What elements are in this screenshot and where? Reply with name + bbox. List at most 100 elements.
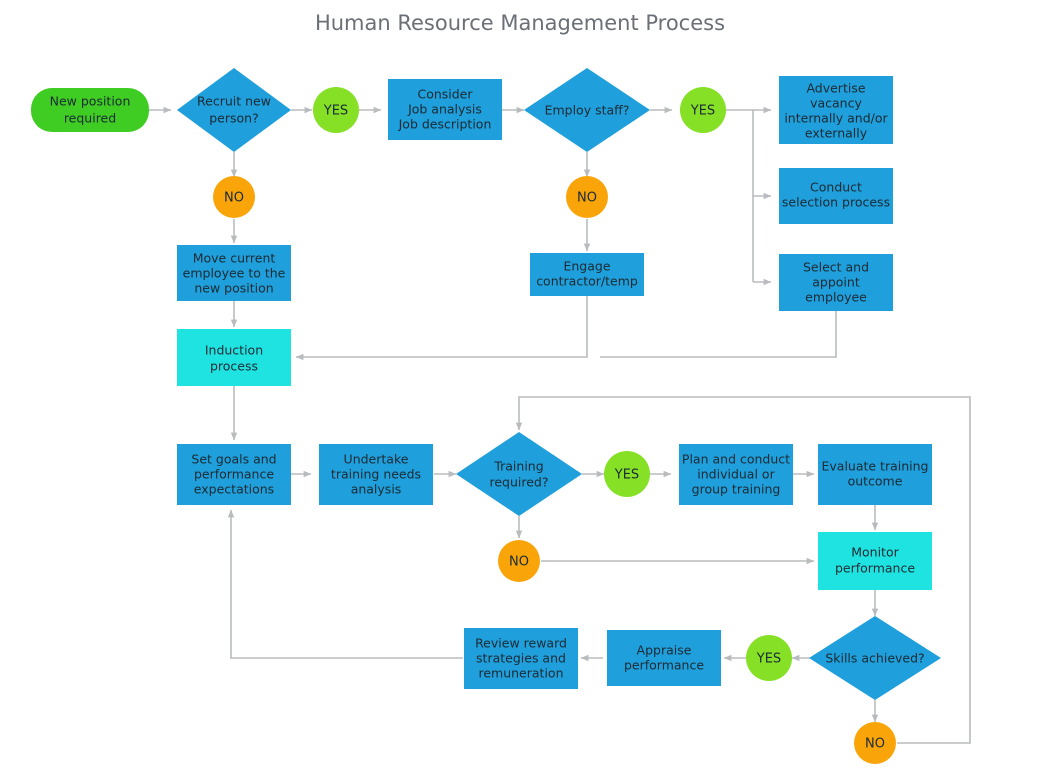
node-label-line: YES (756, 652, 781, 667)
node-undertake-training-needs[interactable]: Undertake training needs analysis (319, 444, 433, 505)
node-yes-skills[interactable]: YES (746, 635, 792, 681)
node-yes-training[interactable]: YES (604, 451, 650, 497)
node-label-line: Job analysis (407, 102, 482, 117)
node-move-current-employee[interactable]: Move current employee to the new positio… (177, 245, 291, 301)
node-yes-recruit[interactable]: YES (313, 87, 359, 133)
node-label-line: selection process (782, 195, 890, 210)
node-no-employ[interactable]: NO (566, 176, 608, 218)
node-label-line: performance (835, 561, 915, 576)
process-shape (177, 245, 291, 301)
decision-shape (456, 432, 582, 516)
node-label-line: Monitor (851, 545, 899, 560)
node-label-line: Plan and conduct (682, 452, 790, 467)
node-appraise-performance[interactable]: Appraise performance (607, 630, 721, 686)
node-no-training[interactable]: NO (498, 540, 540, 582)
node-monitor-performance[interactable]: Monitor performance (818, 532, 932, 590)
process-shape (464, 628, 578, 689)
node-label-line: expectations (194, 482, 274, 497)
process-shape (779, 168, 893, 224)
node-evaluate-training-outcome[interactable]: Evaluate training outcome (818, 444, 932, 505)
node-label-line: Set goals and (191, 452, 276, 467)
node-label-line: NO (865, 737, 885, 752)
node-engage-contractor[interactable]: Engage contractor/temp (530, 253, 644, 296)
process-shape (530, 253, 644, 296)
node-no-recruit[interactable]: NO (213, 176, 255, 218)
edge-engage-induction (295, 296, 588, 361)
node-label-line: new position (194, 281, 273, 296)
node-label-line: YES (690, 104, 715, 119)
no-shape (566, 176, 608, 218)
node-label-line: Induction (205, 343, 263, 358)
node-label-line: YES (614, 468, 639, 483)
node-label-line: process (210, 359, 258, 374)
node-label-line: required? (489, 475, 548, 490)
process-shape (319, 444, 433, 505)
page-title: Human Resource Management Process (315, 11, 725, 35)
node-label-line: required (64, 111, 116, 126)
node-label-line: NO (224, 191, 244, 206)
edge-select-induction (600, 311, 837, 358)
node-consider-job-analysis[interactable]: Consider Job analysis Job description (388, 79, 502, 140)
node-label-line: individual or (697, 467, 775, 482)
decision-shape (809, 616, 941, 700)
node-new-position-required[interactable]: New position required (31, 88, 149, 132)
node-recruit-new-person[interactable]: Recruit new person? (177, 68, 291, 152)
node-label-line: New position (50, 94, 131, 109)
node-label-line: Engage (563, 259, 610, 274)
node-label-line: NO (509, 555, 529, 570)
node-label-line: group training (692, 482, 781, 497)
node-label-line: performance (194, 467, 274, 482)
node-induction-process[interactable]: Induction process (177, 329, 291, 386)
process-shape (177, 444, 291, 505)
node-label-line: vacancy (810, 96, 862, 111)
highlight-shape (177, 329, 291, 386)
node-label-line: externally (805, 126, 868, 141)
node-label-line: employee to the (183, 266, 286, 281)
node-label-line: Appraise (637, 643, 692, 658)
process-shape (679, 444, 793, 505)
decision-shape (524, 68, 650, 152)
process-shape (779, 76, 893, 144)
node-review-reward-strategies[interactable]: Review reward strategies and remuneratio… (464, 628, 578, 689)
node-set-goals[interactable]: Set goals and performance expectations (177, 444, 291, 505)
yes-shape (604, 451, 650, 497)
node-label-line: remuneration (478, 666, 563, 681)
node-training-required[interactable]: Training required? (456, 432, 582, 516)
node-select-appoint-employee[interactable]: Select and appoint employee (779, 254, 893, 311)
node-label-line: contractor/temp (536, 274, 638, 289)
node-label-line: Skills achieved? (825, 651, 924, 666)
node-advertise-vacancy[interactable]: Advertise vacancy internally and/or exte… (779, 76, 893, 144)
node-no-skills[interactable]: NO (854, 722, 896, 764)
decision-shape (177, 68, 291, 152)
node-label-line: Review reward (475, 636, 567, 651)
node-label-line: Recruit new (197, 94, 271, 109)
process-shape (818, 444, 932, 505)
node-label-line: internally and/or (784, 111, 888, 126)
node-label-line: Conduct (810, 180, 862, 195)
node-label-line: NO (577, 191, 597, 206)
process-shape (607, 630, 721, 686)
yes-shape (313, 87, 359, 133)
node-plan-conduct-training[interactable]: Plan and conduct individual or group tra… (679, 444, 793, 505)
node-label-line: Undertake (344, 452, 409, 467)
node-label-line: Move current (193, 251, 276, 266)
node-employ-staff[interactable]: Employ staff? (524, 68, 650, 152)
connector-layer (149, 106, 971, 744)
terminal-shape (31, 88, 149, 132)
node-yes-employ[interactable]: YES (680, 87, 726, 133)
node-label-line: Consider (417, 87, 473, 102)
node-label-line: performance (624, 658, 704, 673)
yes-shape (746, 635, 792, 681)
node-label-line: appoint (812, 275, 860, 290)
process-shape (388, 79, 502, 140)
node-label-line: person? (209, 111, 258, 126)
node-label-line: employee (805, 290, 867, 305)
no-shape (213, 176, 255, 218)
node-conduct-selection-process[interactable]: Conduct selection process (779, 168, 893, 224)
highlight-shape (818, 532, 932, 590)
node-skills-achieved[interactable]: Skills achieved? (809, 616, 941, 700)
node-label-line: Job description (398, 117, 492, 132)
node-label-line: outcome (848, 474, 903, 489)
node-label-line: YES (323, 104, 348, 119)
